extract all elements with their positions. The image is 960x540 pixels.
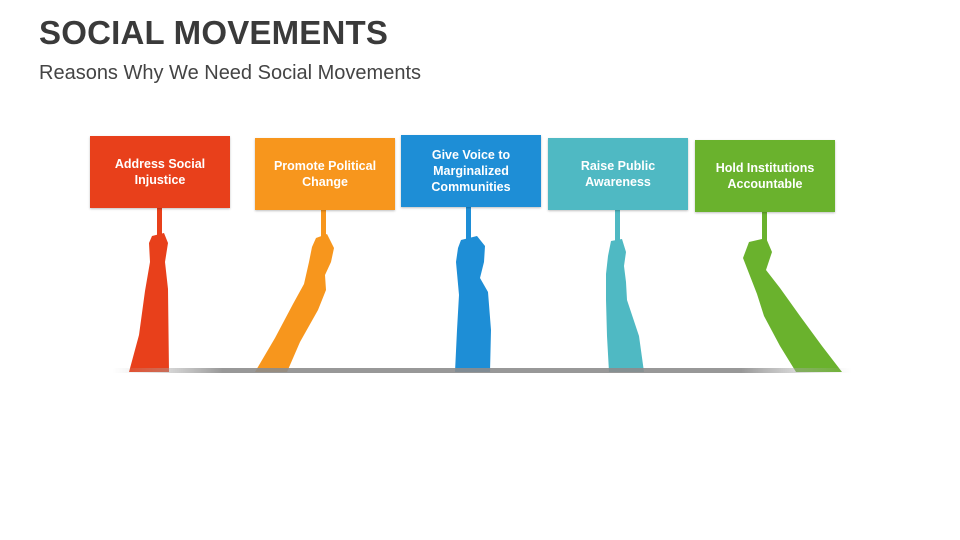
- raised-arm-4: [606, 239, 644, 372]
- sign-stick-3: [466, 205, 471, 240]
- sign-stick-2: [321, 207, 326, 242]
- sign-label: Promote Political Change: [273, 159, 377, 189]
- sign-give-voice: Give Voice to Marginalized Communities: [401, 135, 541, 207]
- sign-label: Hold Institutions Accountable: [715, 161, 815, 191]
- sign-label: Raise Public Awareness: [580, 159, 656, 189]
- sign-stick-5: [762, 210, 767, 245]
- sign-label: Address Social Injustice: [114, 157, 206, 187]
- page-subtitle: Reasons Why We Need Social Movements: [39, 62, 422, 84]
- raised-arm-1: [129, 233, 169, 372]
- sign-hold-institutions-accountable: Hold Institutions Accountable: [695, 140, 835, 212]
- sign-raise-public-awareness: Raise Public Awareness: [548, 138, 688, 210]
- sign-address-social-injustice: Address Social Injustice: [90, 136, 230, 208]
- sign-stick-4: [615, 208, 620, 243]
- raised-arm-3: [455, 236, 491, 372]
- sign-stick-1: [157, 205, 162, 240]
- raised-arm-5: [743, 238, 842, 372]
- raised-arm-2: [255, 234, 334, 372]
- sign-promote-political-change: Promote Political Change: [255, 138, 395, 210]
- floor-shadow: [112, 368, 852, 373]
- page-title: SOCIAL MOVEMENTS: [39, 14, 389, 51]
- sign-label: Give Voice to Marginalized Communities: [431, 148, 511, 194]
